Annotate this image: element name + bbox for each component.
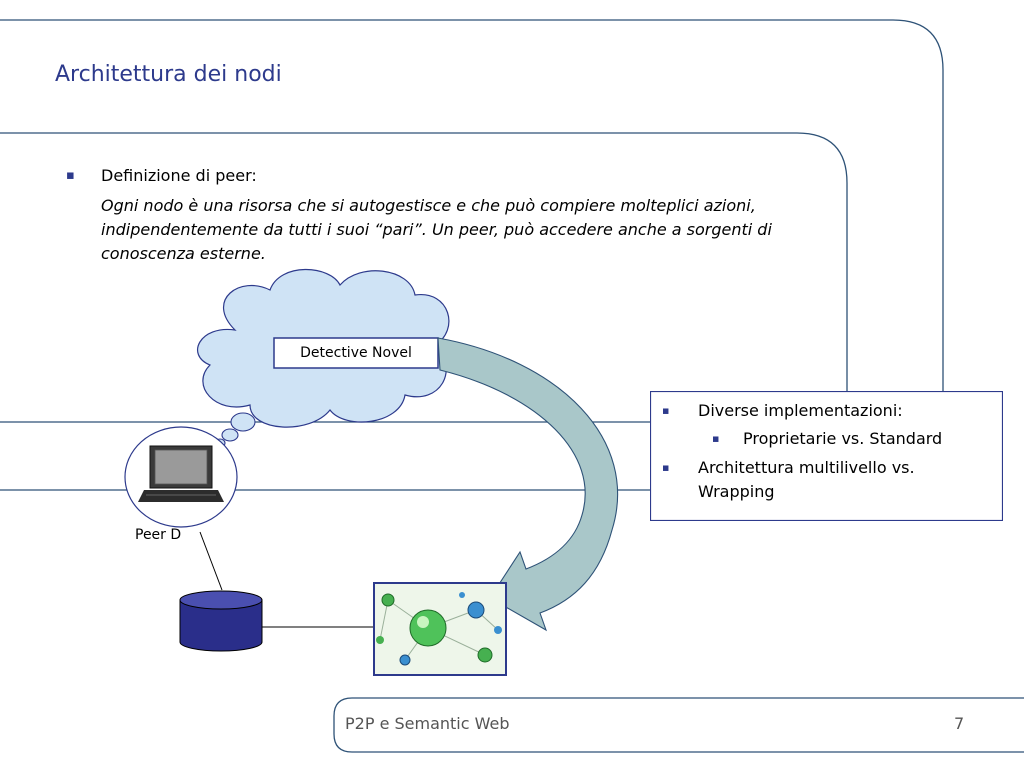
laptop-icon	[124, 426, 238, 528]
textbox-item-continuation: Wrapping	[698, 482, 775, 501]
curved-arrow	[437, 337, 618, 632]
bullet-icon: ▪	[662, 461, 670, 474]
textbox-item: Architettura multilivello vs.	[698, 458, 915, 477]
textbox-subitem: Proprietarie vs. Standard	[743, 429, 943, 448]
database-icon	[179, 590, 263, 652]
page-number: 7	[954, 714, 965, 733]
network-image	[373, 582, 507, 676]
definition-label: Definizione di peer:	[101, 166, 257, 185]
peer-label: Peer D	[135, 527, 182, 543]
bullet-icon: ▪	[66, 168, 75, 183]
definition-text: Ogni nodo è una risorsa che si autogesti…	[101, 196, 772, 263]
topic-box	[273, 337, 439, 369]
implementations-textbox: ▪ Diverse implementazioni: ▪ Proprietari…	[650, 391, 1003, 521]
footer-text: P2P e Semantic Web	[345, 714, 510, 733]
textbox-item: Diverse implementazioni:	[698, 401, 903, 420]
topic-label: Detective Novel	[300, 345, 412, 361]
bullet-icon: ▪	[712, 432, 720, 445]
bullet-icon: ▪	[662, 404, 670, 417]
slide-title: Architettura dei nodi	[55, 62, 282, 87]
